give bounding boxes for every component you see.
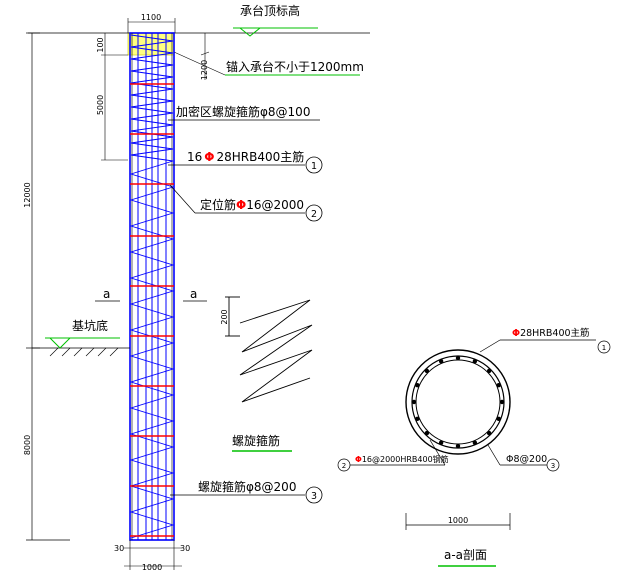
reinforcement-cage — [129, 32, 175, 541]
dense-zone-spiral-text: 加密区螺旋箍筋φ8@100 — [176, 104, 310, 119]
section-main-bar-dot — [499, 399, 505, 405]
section-callout-3 — [546, 458, 560, 472]
section-main-bar-dot — [486, 430, 492, 436]
cap-top-elevation-label: 承台顶标高 — [240, 3, 300, 18]
section-main-bar-dot — [424, 368, 430, 374]
bottom-width-label: 1000 — [142, 563, 162, 572]
cap-elevation-marker — [239, 27, 262, 37]
section-main-bar-dot — [438, 359, 444, 364]
callout-3-number: 3 — [311, 491, 317, 502]
callout-1 — [305, 156, 323, 174]
section-main-bar-dot — [424, 430, 430, 436]
spiral-spec-text: 螺旋箍筋φ8@200 — [198, 479, 296, 494]
section-callout-2 — [337, 458, 351, 472]
section-main-bar-dot — [472, 440, 478, 445]
section-main-bar-dot — [438, 440, 444, 445]
section-main-bar-dot — [472, 359, 478, 364]
spiral-pitch-label: 200 — [220, 309, 229, 324]
section-main-bar-dot — [415, 382, 420, 388]
callout-1-number: 1 — [311, 161, 317, 172]
section-title: a-a剖面 — [444, 548, 487, 562]
section-main-bar-dot — [496, 382, 501, 388]
section-mark-left: a — [103, 287, 110, 301]
section-main-bar-dot — [486, 368, 492, 374]
section-callout-2-number: 2 — [342, 462, 346, 470]
section-view — [405, 349, 511, 455]
section-main-bar-dot — [455, 355, 461, 361]
spiral-detail — [225, 296, 313, 403]
section-spiral-text: Φ8@200 — [506, 454, 547, 465]
section-callout-1-number: 1 — [602, 344, 606, 352]
upper-length-label: 12000 — [23, 182, 32, 207]
cover-left-label: 30 — [114, 544, 124, 553]
callout-3 — [305, 486, 323, 504]
anchor-text: 锚入承台不小于1200mm — [226, 59, 364, 74]
section-mark-right: a — [190, 287, 197, 301]
section-diameter-label: 1000 — [448, 516, 468, 525]
section-main-bar-dot — [411, 399, 417, 405]
lower-length-label: 8000 — [23, 435, 32, 455]
cover-right-label: 30 — [180, 544, 190, 553]
section-main-bar-dot — [496, 416, 501, 422]
dim-top-small-label: 100 — [96, 37, 105, 52]
ground-hatch — [49, 347, 119, 357]
anchor-length-dim-label: 1200 — [200, 60, 209, 80]
section-main-bar-dot — [415, 416, 420, 422]
positioning-bar-text: 定位筋Φ16@2000 — [200, 197, 304, 212]
section-callout-3-number: 3 — [551, 462, 555, 470]
callout-2-number: 2 — [311, 209, 317, 220]
callout-2 — [305, 204, 323, 222]
section-main-bar-text: Φ28HRB400主筋 — [512, 327, 590, 339]
spiral-detail-title: 螺旋箍筋 — [232, 433, 280, 448]
pit-bottom-marker — [49, 337, 72, 349]
dense-zone-dim-label: 5000 — [96, 95, 105, 115]
top-width-label: 1100 — [141, 13, 161, 22]
section-pos-bar-text: Φ16@2000HRB400钢筋 — [355, 454, 449, 464]
pit-bottom-label: 基坑底 — [72, 318, 108, 333]
section-main-bar-dot — [455, 443, 461, 449]
spiral-hoop-line — [129, 34, 175, 539]
section-callout-1 — [597, 340, 611, 354]
